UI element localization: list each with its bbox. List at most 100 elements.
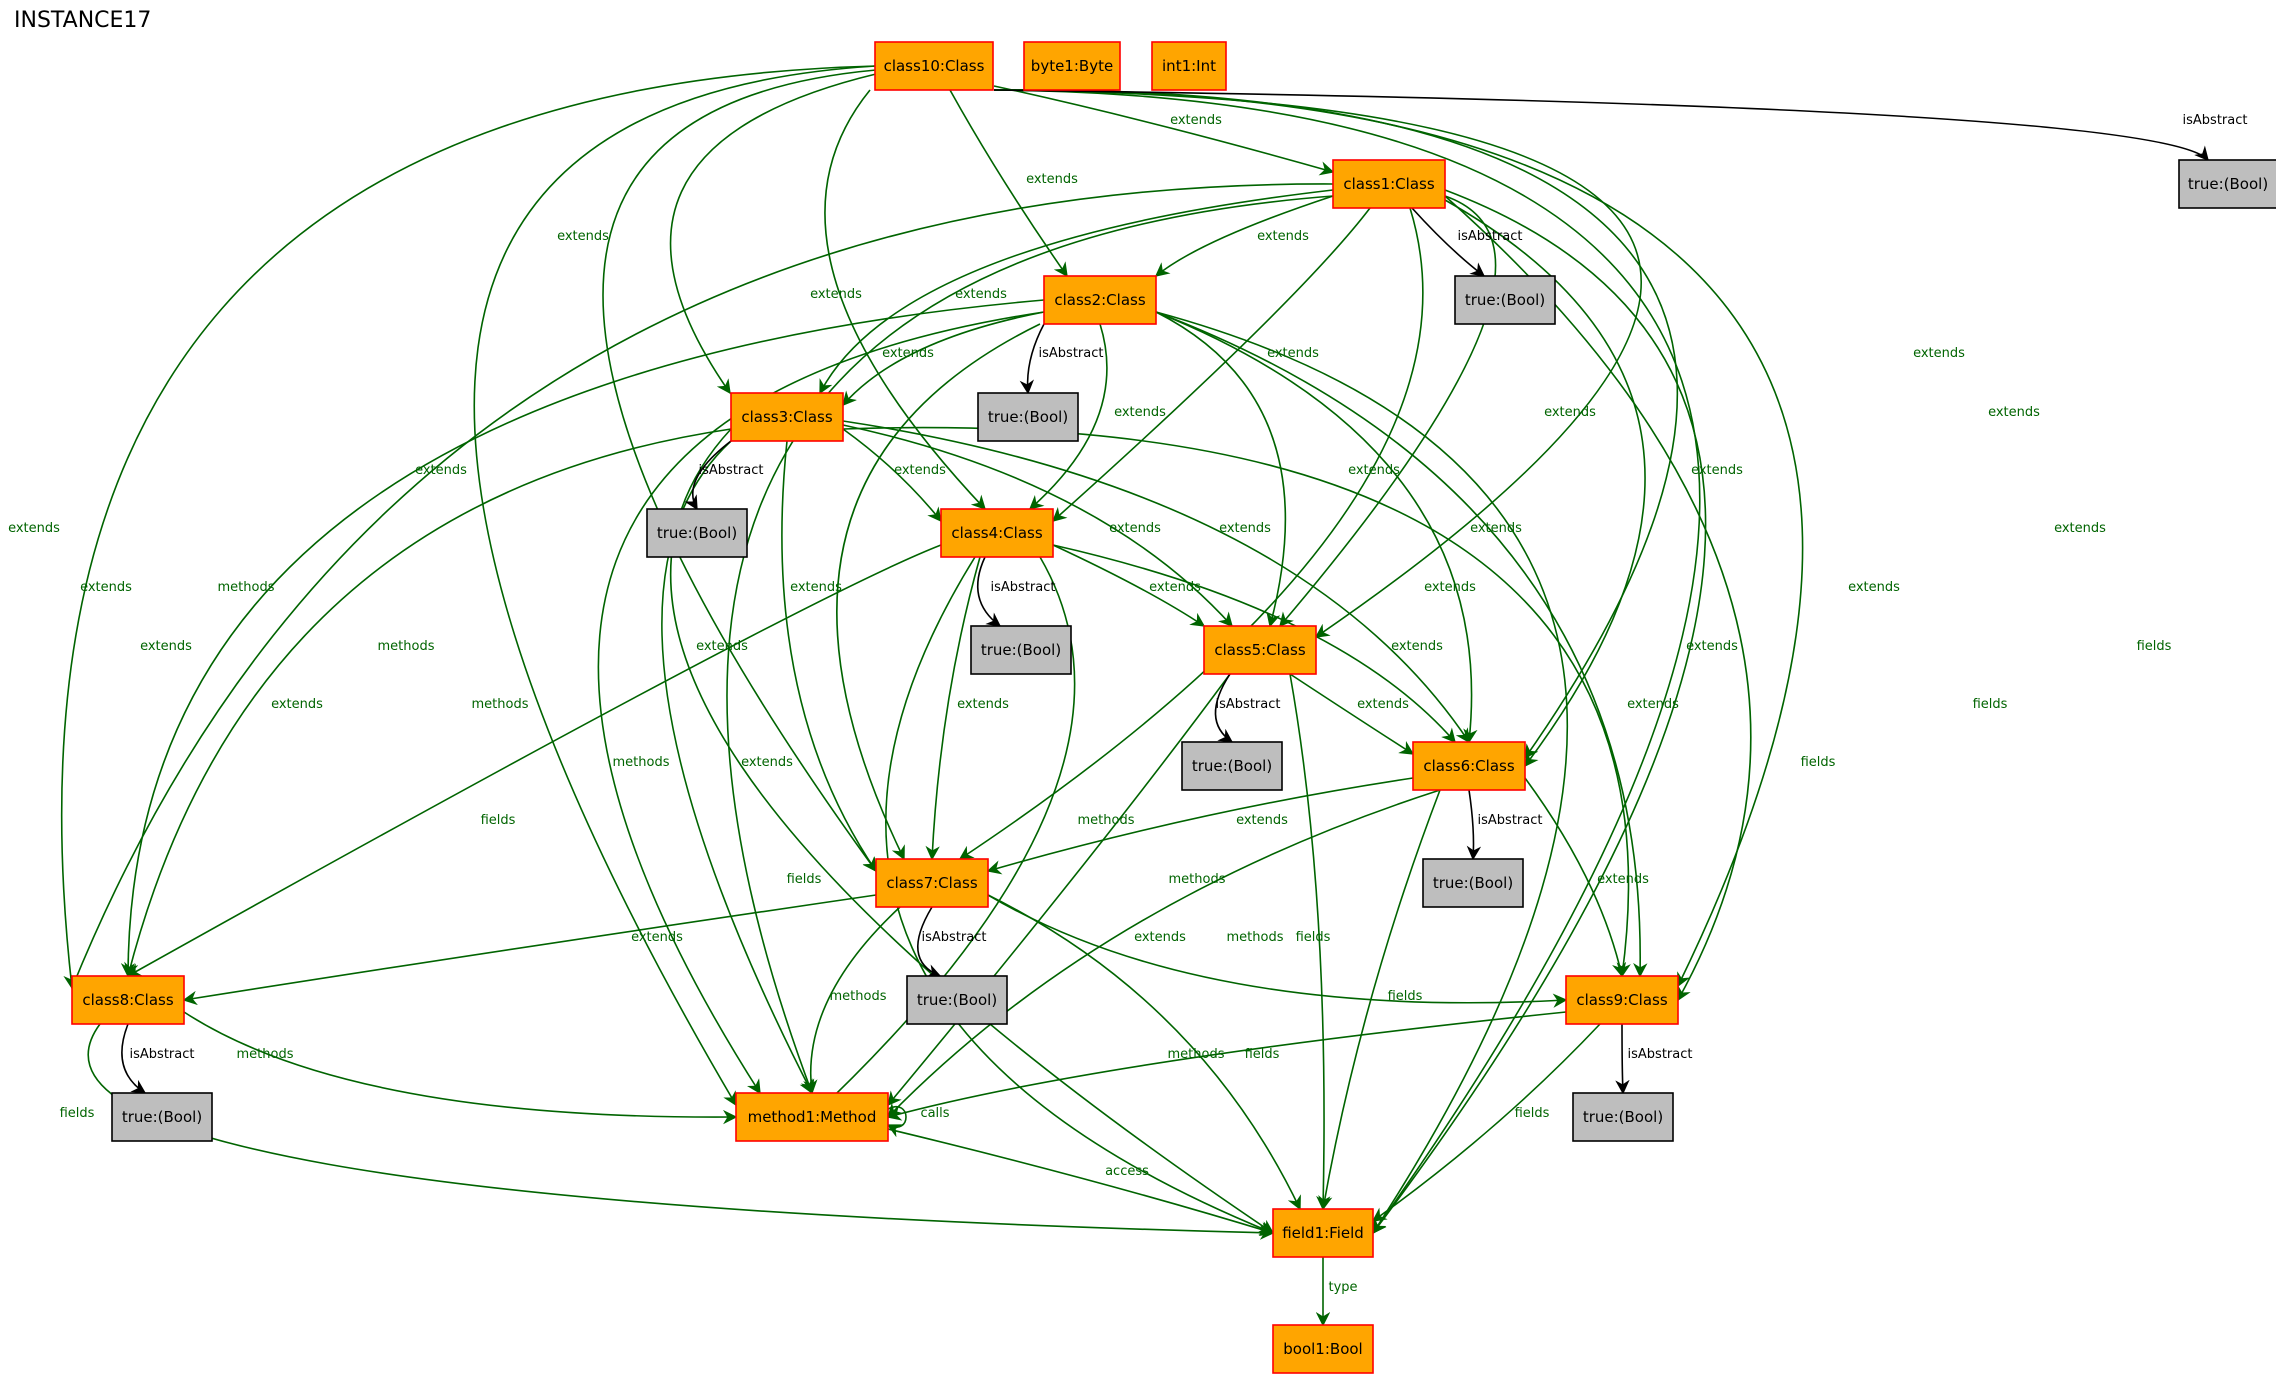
node-box-class4 bbox=[940, 508, 1054, 558]
node-class8: class8:Class bbox=[71, 975, 185, 1025]
node-box-true7 bbox=[906, 975, 1008, 1025]
node-label-true3: true:(Bool) bbox=[657, 524, 737, 542]
edge-class1-field1 bbox=[1372, 189, 1707, 1235]
edge-class2-true2 bbox=[1019, 323, 1045, 395]
node-label-class4: class4:Class bbox=[951, 524, 1042, 542]
node-label-field1: field1:Field bbox=[1282, 1224, 1364, 1242]
edge-label-class4-method1: methods bbox=[1078, 813, 1135, 828]
edge-class10-method1 bbox=[473, 65, 877, 1107]
node-box-class2 bbox=[1043, 275, 1157, 325]
edge-class1-class2 bbox=[1154, 195, 1334, 277]
node-label-class5: class5:Class bbox=[1214, 641, 1305, 659]
edge-class2-class9 bbox=[1155, 311, 1648, 978]
edge-label-class3-method1: methods bbox=[613, 755, 670, 770]
edge-class2-field1 bbox=[1155, 311, 1568, 1235]
node-label-class6: class6:Class bbox=[1423, 757, 1514, 775]
edge-class8-method1 bbox=[183, 1011, 738, 1125]
edge-class7-method1 bbox=[803, 906, 901, 1095]
edge-label-class1-class7: extends bbox=[1109, 521, 1161, 536]
node-box-true10 bbox=[2178, 159, 2276, 209]
node-class9: class9:Class bbox=[1565, 975, 1679, 1025]
node-label-class8: class8:Class bbox=[82, 991, 173, 1009]
edge-class7-field1 bbox=[987, 894, 1301, 1211]
edge-label-class2-class7: extends bbox=[790, 580, 842, 595]
node-label-class9: class9:Class bbox=[1576, 991, 1667, 1009]
node-box-true2 bbox=[977, 392, 1079, 442]
edge-class10-field1 bbox=[993, 89, 1701, 1235]
edge-class4-method1 bbox=[810, 556, 1076, 1118]
node-class5: class5:Class bbox=[1203, 625, 1317, 675]
edge-class9-field1 bbox=[1371, 1023, 1601, 1222]
node-box-true8 bbox=[111, 1092, 213, 1142]
node-label-byte1: byte1:Byte bbox=[1031, 57, 1113, 75]
node-class1: class1:Class bbox=[1332, 159, 1446, 209]
edge-label-class1-class5: extends bbox=[1544, 405, 1596, 420]
node-label-class1: class1:Class bbox=[1343, 175, 1434, 193]
node-box-field1 bbox=[1272, 1208, 1374, 1258]
edge-class1-class8 bbox=[70, 183, 1334, 990]
edge-label-class5-class6: extends bbox=[1357, 697, 1409, 712]
edge-label-class9-field1: fields bbox=[1515, 1106, 1550, 1121]
edge-label-class5-field1: fields bbox=[1296, 930, 1331, 945]
edge-label-class3-field1: fields bbox=[481, 813, 516, 828]
node-label-true1: true:(Bool) bbox=[1465, 291, 1545, 309]
edge-class10-class2 bbox=[949, 89, 1068, 278]
edge-label-class10-class9: extends bbox=[2054, 521, 2106, 536]
edge-label-class3-class9: extends bbox=[1627, 697, 1679, 712]
edge-label-class10-class3: extends bbox=[557, 229, 609, 244]
node-true4: true:(Bool) bbox=[970, 625, 1072, 675]
edge-class10-class4 bbox=[824, 89, 986, 511]
edge-label-class8-method1: methods bbox=[237, 1047, 294, 1062]
edge-label-class3-class8: extends bbox=[271, 697, 323, 712]
edge-class2-method1 bbox=[597, 311, 1045, 1095]
edge-label-class1-class3: extends bbox=[955, 287, 1007, 302]
edge-class6-class7 bbox=[986, 777, 1414, 875]
node-label-true7: true:(Bool) bbox=[917, 991, 997, 1009]
edge-label-class10-class8: extends bbox=[8, 521, 60, 536]
node-true7: true:(Bool) bbox=[906, 975, 1008, 1025]
node-label-true2: true:(Bool) bbox=[988, 408, 1068, 426]
edge-label-class7-class9: extends bbox=[1134, 930, 1186, 945]
node-class2: class2:Class bbox=[1043, 275, 1157, 325]
node-box-bool1 bbox=[1272, 1324, 1374, 1374]
node-true10: true:(Bool) bbox=[2178, 159, 2276, 209]
edge-label-class4-class6: extends bbox=[1391, 639, 1443, 654]
edge-label-class3-class4: extends bbox=[894, 463, 946, 478]
edge-class4-class8 bbox=[126, 544, 942, 977]
edge-class5-field1 bbox=[1289, 673, 1331, 1211]
edge-class6-method1 bbox=[886, 789, 1441, 1119]
edge-label-class7-true7: isAbstract bbox=[922, 930, 987, 945]
edge-class6-true6 bbox=[1466, 789, 1482, 861]
edge-class7-class8 bbox=[182, 894, 877, 1006]
edge-label-class10-class6: extends bbox=[1988, 405, 2040, 420]
edge-class10-class9 bbox=[993, 89, 1804, 988]
edge-class2-class4 bbox=[1028, 323, 1108, 510]
edge-label-class9-method1: methods bbox=[1168, 1047, 1225, 1062]
edge-label-class1-class6: extends bbox=[1691, 463, 1743, 478]
edge-label-class8-true8: isAbstract bbox=[130, 1047, 195, 1062]
edge-class5-method1 bbox=[887, 673, 1231, 1107]
edge-label-class6-true6: isAbstract bbox=[1478, 813, 1543, 828]
edge-label-class8-field1: fields bbox=[60, 1106, 95, 1121]
node-class4: class4:Class bbox=[940, 508, 1054, 558]
edge-class2-class6 bbox=[1155, 311, 1478, 744]
node-label-true4: true:(Bool) bbox=[981, 641, 1061, 659]
edge-class4-class7 bbox=[925, 556, 981, 861]
edge-class1-class6 bbox=[1444, 199, 1646, 768]
node-true1: true:(Bool) bbox=[1454, 275, 1556, 325]
edge-label-class10-field1: fields bbox=[2137, 639, 2172, 654]
edge-class3-method1 bbox=[661, 440, 813, 1095]
edge-class3-class5 bbox=[842, 424, 1233, 628]
node-true9: true:(Bool) bbox=[1572, 1092, 1674, 1142]
edge-class3-true3 bbox=[684, 440, 732, 511]
node-label-true9: true:(Bool) bbox=[1583, 1108, 1663, 1126]
edge-label-class4-class5: extends bbox=[1149, 580, 1201, 595]
edge-label-class7-method1: methods bbox=[830, 989, 887, 1004]
edge-class5-class6 bbox=[1289, 673, 1415, 755]
edge-class3-class7 bbox=[781, 440, 877, 873]
edge-class1-class5 bbox=[1279, 195, 1497, 628]
edge-label-class5-true5: isAbstract bbox=[1216, 697, 1281, 712]
node-field1: field1:Field bbox=[1272, 1208, 1374, 1258]
edge-class7-class9 bbox=[987, 894, 1568, 1008]
